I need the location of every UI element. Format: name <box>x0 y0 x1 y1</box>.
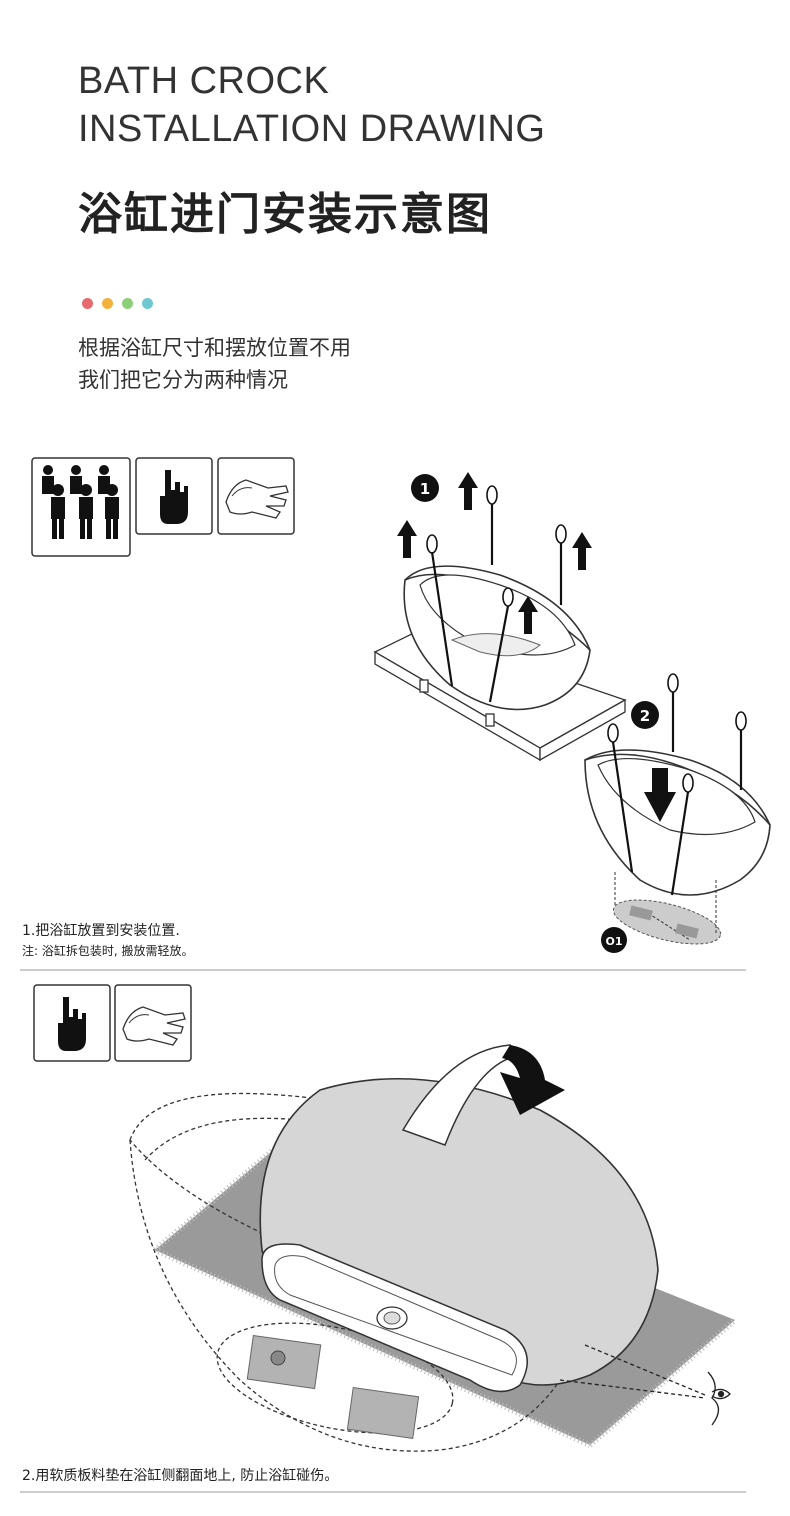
people-group-icon <box>31 457 131 557</box>
title-en-line2: INSTALLATION DRAWING <box>78 108 546 150</box>
bathtub-tilted <box>259 1077 659 1393</box>
bathtub-2 <box>584 749 771 896</box>
title-cn: 浴缸进门安装示意图 <box>78 189 492 240</box>
title-en-line1: BATH CROCK <box>78 60 330 102</box>
floor-position-mark <box>612 872 722 945</box>
dot-orange <box>102 298 113 309</box>
step1-caption: 1.把浴缸放置到安装位置. <box>22 923 180 939</box>
color-dots <box>82 298 153 310</box>
gloves-icon <box>217 457 295 535</box>
gloves-icon <box>114 984 192 1062</box>
step-badge-1: 1 <box>411 474 439 502</box>
lifting-straps-1 <box>426 485 567 703</box>
eye-icon <box>559 1344 731 1426</box>
badge-o1-text: O1 <box>605 935 622 948</box>
base-footprint <box>246 1334 420 1439</box>
lifting-straps-2 <box>607 673 747 896</box>
badge-2-text: 2 <box>640 707 650 725</box>
hand-icon <box>135 457 213 535</box>
step2-caption: 2.用软质板料垫在浴缸侧翻面地上, 防止浴缸碰伤。 <box>22 1468 339 1484</box>
step1-note: 注: 浴缸拆包装时, 搬放需轻放。 <box>22 944 194 958</box>
intro-line1: 根据浴缸尺寸和摆放位置不用 <box>78 336 351 360</box>
dot-red <box>82 298 93 309</box>
down-arrow-icon <box>644 768 676 822</box>
step-badge-2: 2 <box>631 701 659 729</box>
intro-line2: 我们把它分为两种情况 <box>78 368 288 392</box>
hand-icon <box>33 984 111 1062</box>
dot-cyan <box>142 298 153 309</box>
step-badge-o1: O1 <box>601 927 627 953</box>
dot-green <box>122 298 133 309</box>
rotate-arrow-icon <box>401 1044 565 1146</box>
up-arrows <box>397 472 592 634</box>
badge-1-text: 1 <box>420 480 430 498</box>
